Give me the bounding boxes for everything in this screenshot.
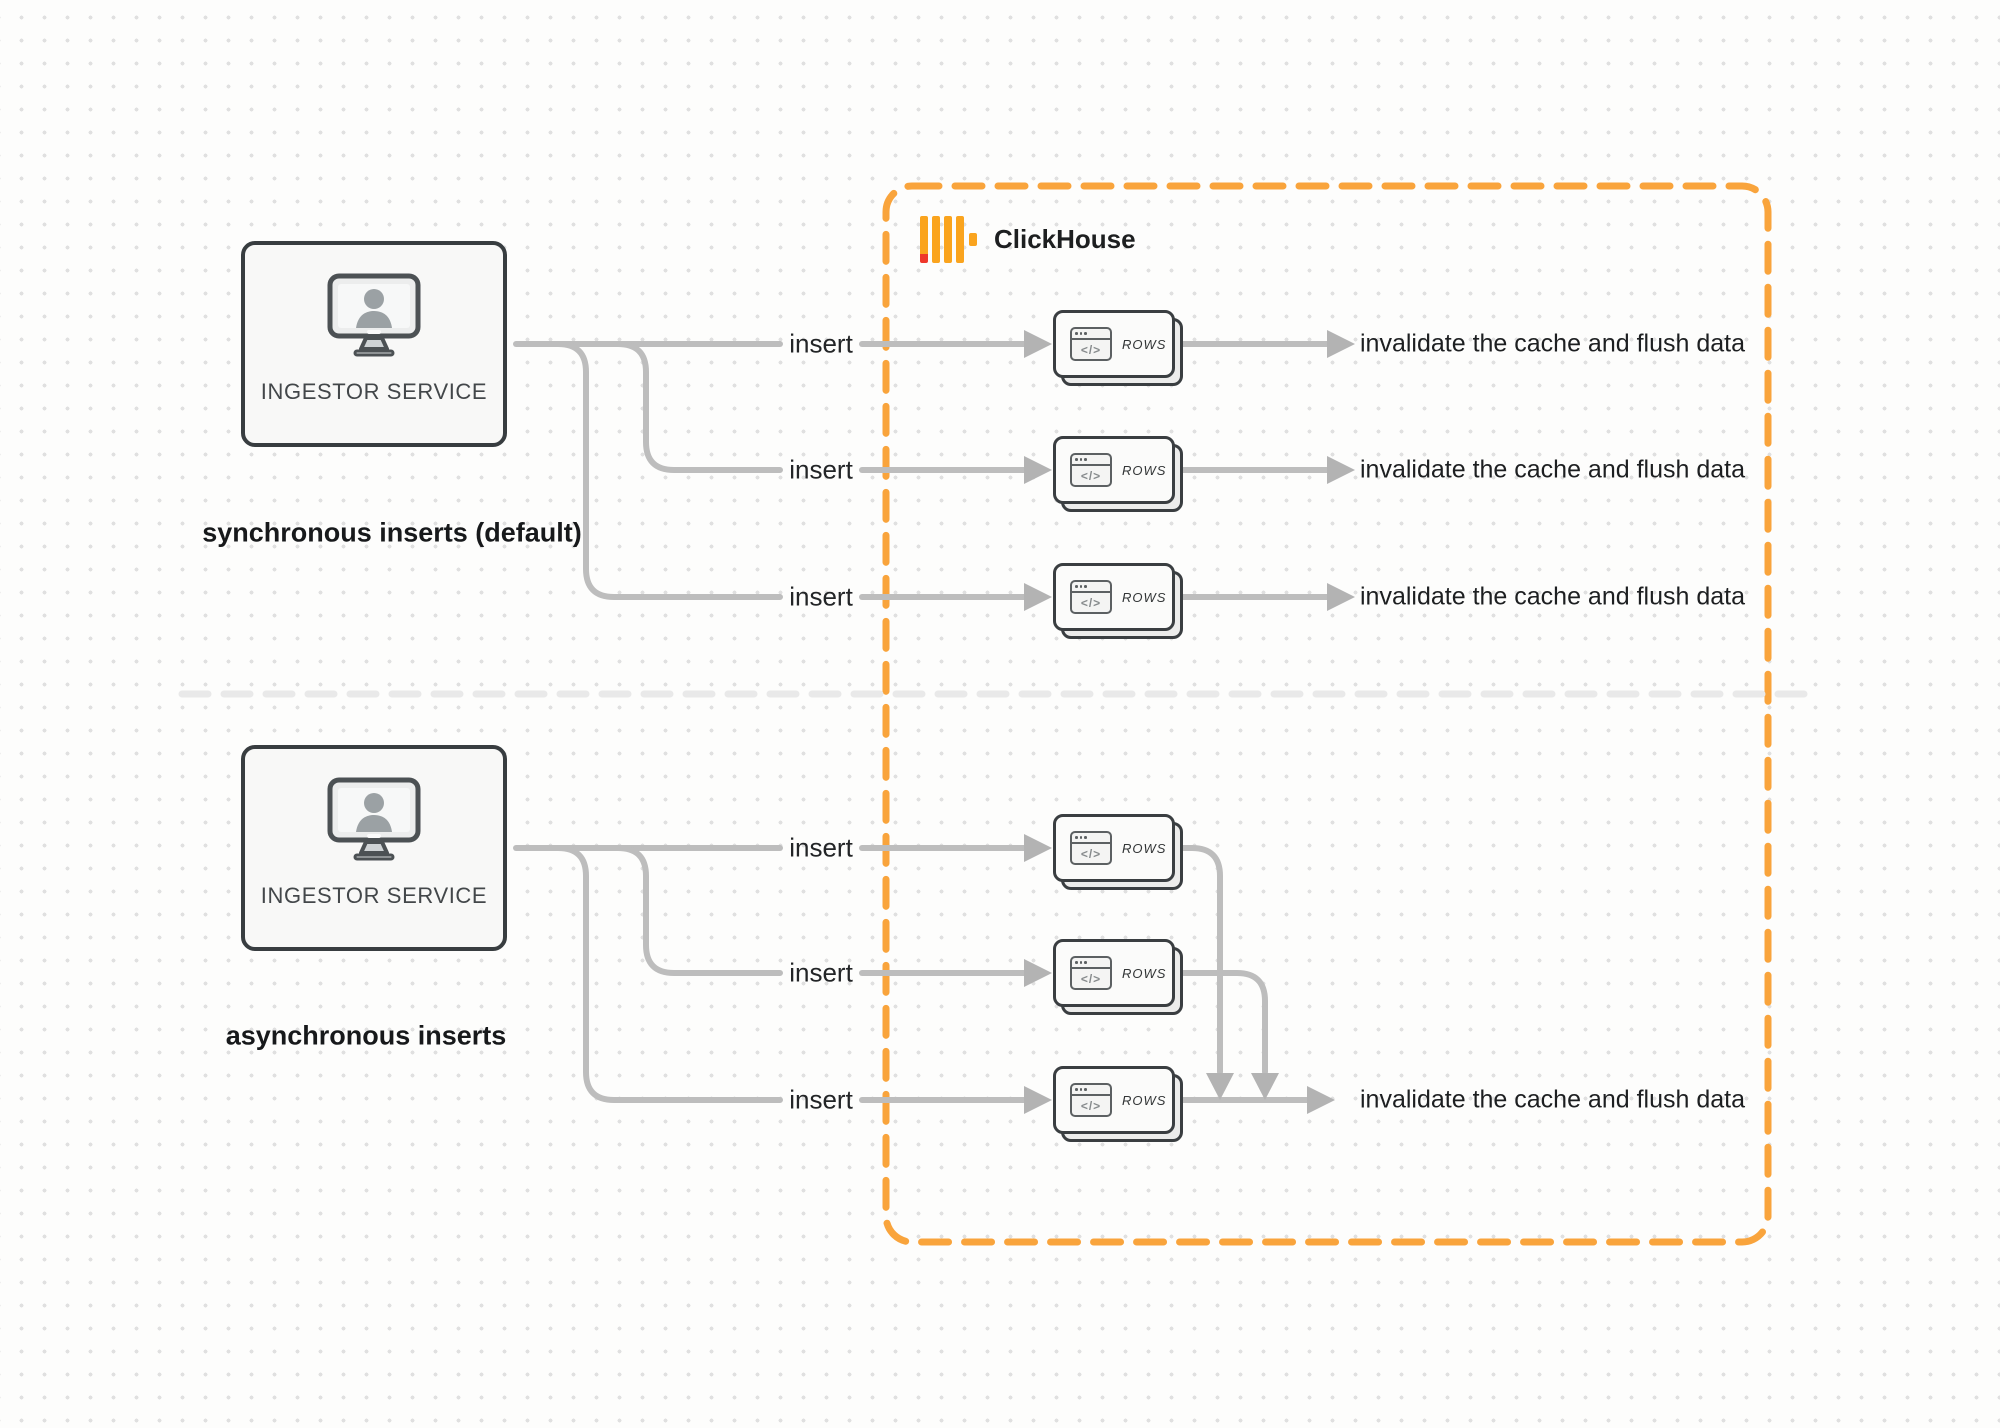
rows-label: ROWS — [1122, 336, 1167, 352]
rows-node: </> ROWS — [1053, 436, 1183, 512]
rows-node: </> ROWS — [1053, 814, 1183, 890]
monitor-user-icon — [327, 777, 421, 861]
arrowheads — [1024, 330, 1355, 1114]
ingestor-service-box-sync: INGESTOR SERVICE — [241, 241, 507, 447]
code-window-icon: </> — [1070, 453, 1112, 487]
insert-label: insert — [789, 581, 853, 612]
rows-label: ROWS — [1122, 589, 1167, 605]
window-titlebar — [1072, 1085, 1110, 1096]
clickhouse-bars-icon — [920, 216, 977, 263]
code-glyph: </> — [1080, 1098, 1102, 1113]
code-window-icon: </> — [1070, 956, 1112, 990]
insert-label: insert — [789, 832, 853, 863]
code-glyph: </> — [1080, 846, 1102, 861]
code-glyph: </> — [1080, 595, 1102, 610]
clickhouse-logo: ClickHouse — [920, 216, 1136, 263]
code-window-icon: </> — [1070, 327, 1112, 361]
result-label: invalidate the cache and flush data — [1360, 582, 1745, 611]
card-front-layer: </> ROWS — [1053, 563, 1175, 631]
window-titlebar — [1072, 329, 1110, 340]
rows-node: </> ROWS — [1053, 563, 1183, 639]
rows-node: </> ROWS — [1053, 939, 1183, 1015]
rows-label: ROWS — [1122, 1092, 1167, 1108]
window-titlebar — [1072, 833, 1110, 844]
result-label: invalidate the cache and flush data — [1360, 1085, 1745, 1114]
rows-node: </> ROWS — [1053, 310, 1183, 386]
ingestor-service-box-async: INGESTOR SERVICE — [241, 745, 507, 951]
rows-label: ROWS — [1122, 840, 1167, 856]
insert-label: insert — [789, 957, 853, 988]
card-front-layer: </> ROWS — [1053, 814, 1175, 882]
caption-asynchronous-inserts: asynchronous inserts — [225, 1020, 507, 1051]
card-front-layer: </> ROWS — [1053, 1066, 1175, 1134]
rows-label: ROWS — [1122, 965, 1167, 981]
code-glyph: </> — [1080, 342, 1102, 357]
clickhouse-boundary-box — [882, 182, 1772, 1246]
window-titlebar — [1072, 582, 1110, 593]
service-box-label: INGESTOR SERVICE — [260, 379, 488, 404]
clickhouse-title: ClickHouse — [994, 224, 1136, 254]
connector-lines — [513, 341, 1332, 1103]
card-front-layer: </> ROWS — [1053, 436, 1175, 504]
window-titlebar — [1072, 455, 1110, 466]
insert-label: insert — [789, 454, 853, 485]
rows-node: </> ROWS — [1053, 1066, 1183, 1142]
code-window-icon: </> — [1070, 1083, 1112, 1117]
card-front-layer: </> ROWS — [1053, 310, 1175, 378]
insert-label: insert — [789, 328, 853, 359]
insert-label: insert — [789, 1084, 853, 1115]
code-window-icon: </> — [1070, 831, 1112, 865]
result-label: invalidate the cache and flush data — [1360, 455, 1745, 484]
code-glyph: </> — [1080, 468, 1102, 483]
code-window-icon: </> — [1070, 580, 1112, 614]
window-titlebar — [1072, 958, 1110, 969]
service-box-label: INGESTOR SERVICE — [260, 883, 488, 908]
caption-synchronous-inserts: synchronous inserts (default) — [202, 517, 582, 548]
code-glyph: </> — [1080, 971, 1102, 986]
monitor-user-icon — [327, 273, 421, 357]
result-label: invalidate the cache and flush data — [1360, 329, 1745, 358]
rows-label: ROWS — [1122, 462, 1167, 478]
card-front-layer: </> ROWS — [1053, 939, 1175, 1007]
